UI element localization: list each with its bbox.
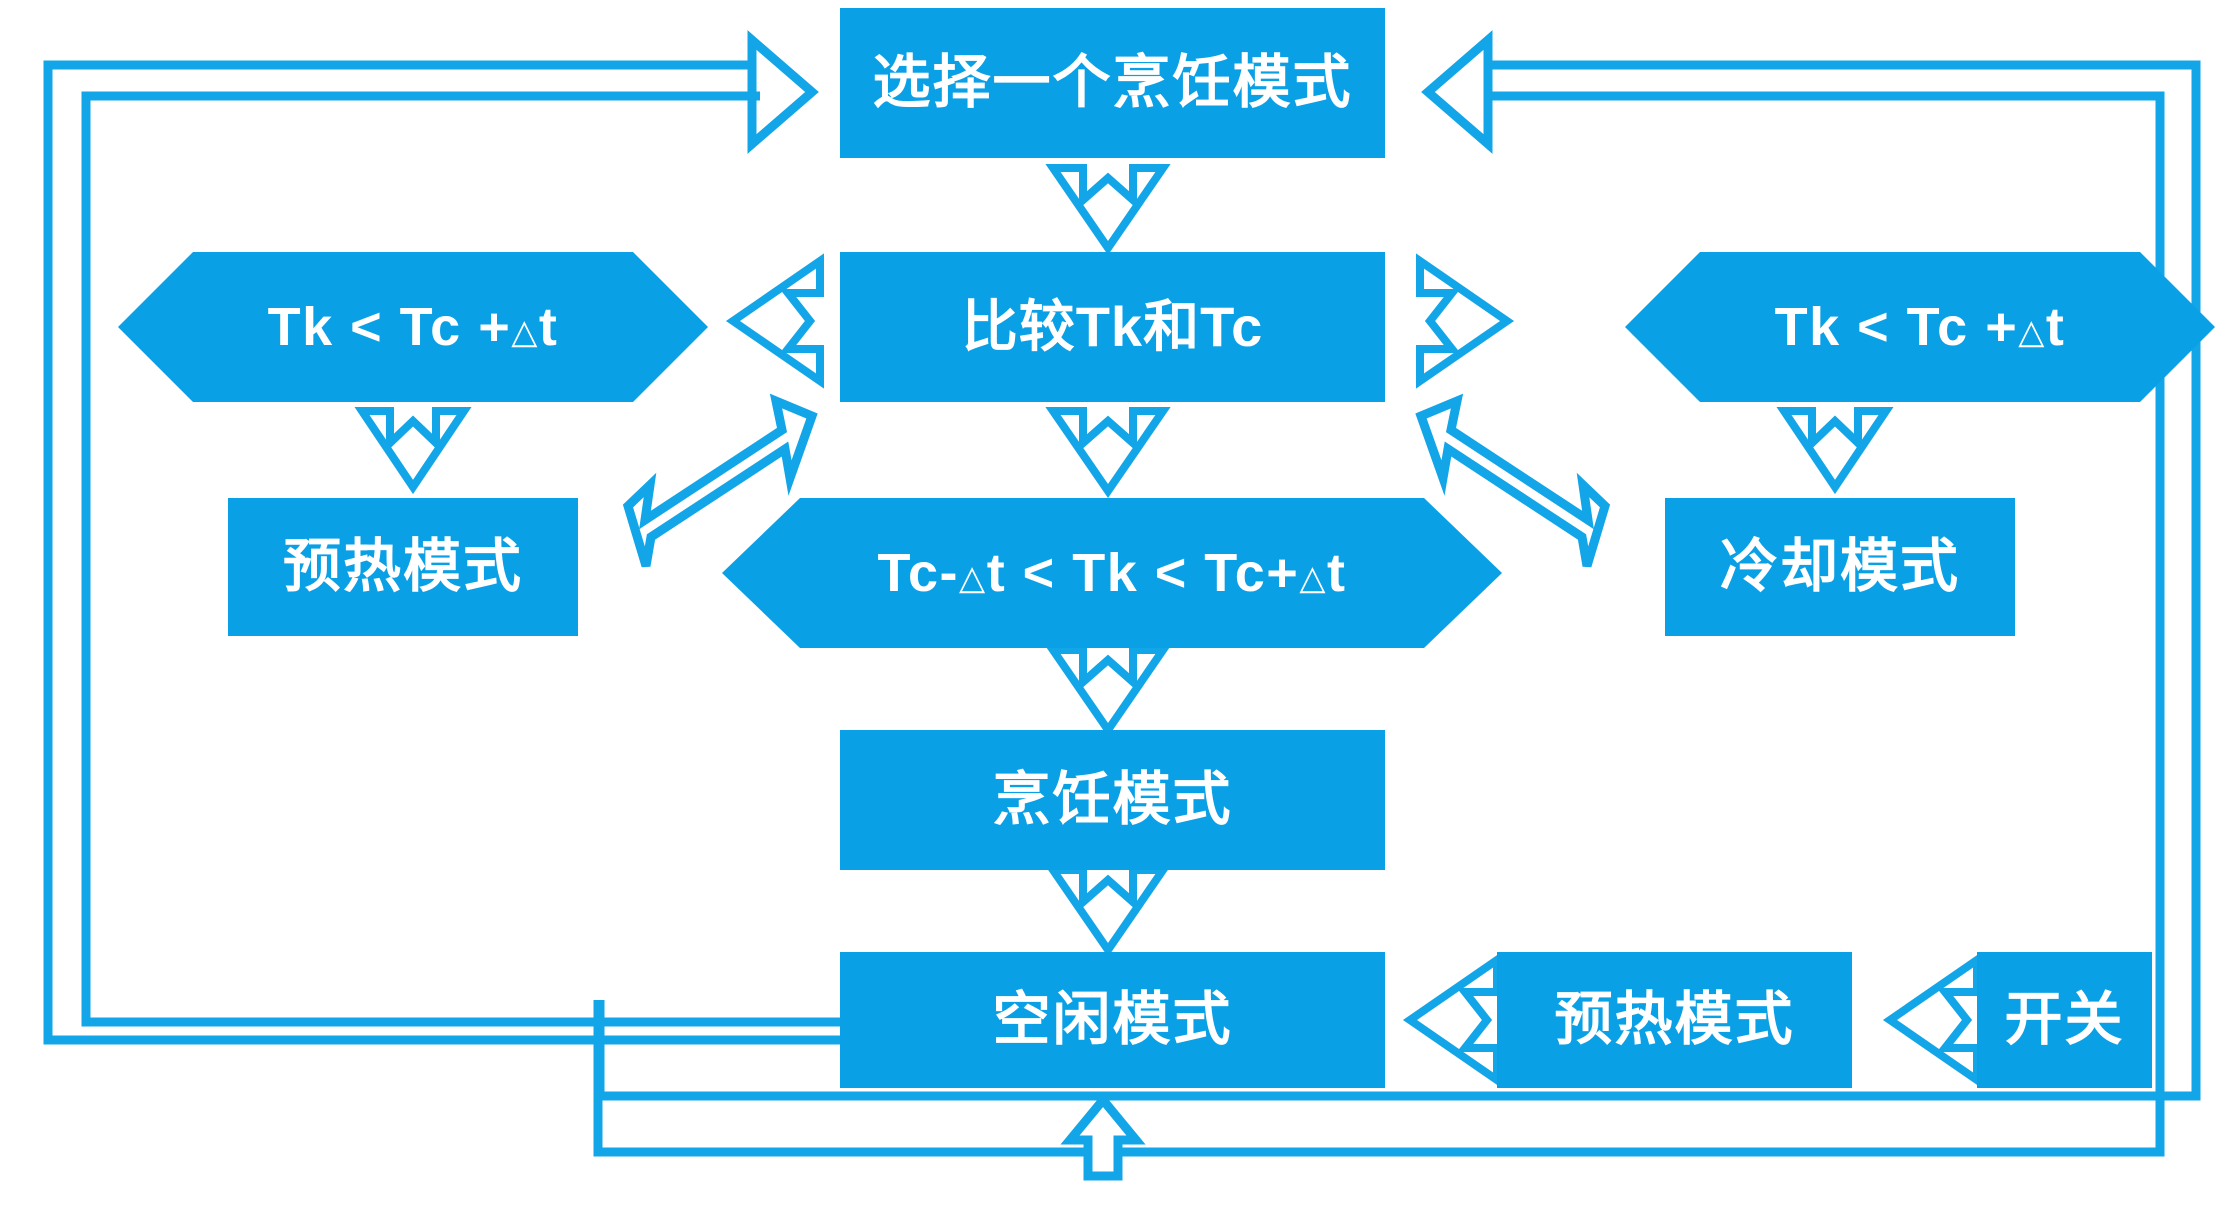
bottom-return-arrowhead: [1060, 1092, 1146, 1181]
cond-right-post: t: [2045, 296, 2066, 357]
arrow-centercond-to-cooking: [1045, 646, 1171, 738]
node-condition-left[interactable]: Tk < Tc +△t: [118, 252, 708, 402]
arrow-select-to-compare: [1045, 164, 1171, 256]
loop-outer-left-arrowhead: [747, 30, 819, 154]
node-cooling-mode-right[interactable]: 冷却模式: [1665, 498, 2015, 636]
hexagon-shape: [722, 498, 1502, 648]
cond-left-pre: Tk < Tc +: [267, 296, 512, 357]
node-compare-tk-tc-label: 比较Tk和Tc: [961, 294, 1264, 358]
arrow-compare-to-leftcond: [725, 253, 824, 389]
arrow-leftcond-to-preheat: [354, 407, 472, 495]
node-preheat-mode-bottom-label: 预热模式: [1554, 986, 1795, 1052]
node-cooking-mode[interactable]: 烹饪模式: [840, 730, 1385, 870]
node-condition-center[interactable]: Tc-△t < Tk < Tc+△t: [722, 498, 1502, 648]
node-cooking-mode-label: 烹饪模式: [992, 766, 1233, 832]
cond-center-b: t < Tk < Tc+: [986, 542, 1300, 603]
cond-center-c: t: [1326, 542, 1347, 603]
arrow-compare-to-center-cond: [1045, 407, 1171, 499]
node-power-switch[interactable]: 开关: [1977, 952, 2152, 1088]
arrow-preheatbottom-to-idle: [1402, 952, 1501, 1088]
node-preheat-mode-left[interactable]: 预热模式: [228, 498, 578, 636]
cond-left-post: t: [538, 296, 559, 357]
node-condition-center-label: Tc-△t < Tk < Tc+△t: [877, 542, 1347, 603]
arrow-rightcond-to-cooling: [1776, 407, 1894, 495]
triangle-delta-icon: △: [1299, 558, 1327, 597]
node-cooling-mode-right-label: 冷却模式: [1719, 533, 1960, 599]
node-select-cooking-mode[interactable]: 选择一个烹饪模式: [840, 8, 1385, 158]
triangle-delta-icon: △: [959, 558, 987, 597]
node-preheat-mode-left-label: 预热模式: [282, 533, 523, 599]
cond-right-pre: Tk < Tc +: [1774, 296, 2019, 357]
arrow-cooking-to-idle: [1045, 866, 1171, 958]
node-select-cooking-mode-label: 选择一个烹饪模式: [872, 49, 1353, 115]
hexagon-shape: [1625, 252, 2215, 402]
node-idle-mode-label: 空闲模式: [992, 986, 1233, 1052]
cond-center-a: Tc-: [877, 542, 960, 603]
triangle-delta-icon: △: [511, 312, 539, 351]
node-condition-left-label: Tk < Tc +△t: [267, 296, 559, 357]
node-preheat-mode-bottom[interactable]: 预热模式: [1497, 952, 1852, 1088]
triangle-delta-icon: △: [2018, 312, 2046, 351]
arrow-switch-to-preheatbottom: [1882, 952, 1981, 1088]
node-condition-right[interactable]: Tk < Tc +△t: [1625, 252, 2215, 402]
node-compare-tk-tc[interactable]: 比较Tk和Tc: [840, 252, 1385, 402]
node-idle-mode[interactable]: 空闲模式: [840, 952, 1385, 1088]
node-condition-right-label: Tk < Tc +△t: [1774, 296, 2066, 357]
node-power-switch-label: 开关: [2004, 986, 2125, 1052]
hexagon-shape: [118, 252, 708, 402]
loop-right-arrowhead: [1421, 30, 1493, 154]
arrow-compare-to-rightcond: [1416, 253, 1515, 389]
